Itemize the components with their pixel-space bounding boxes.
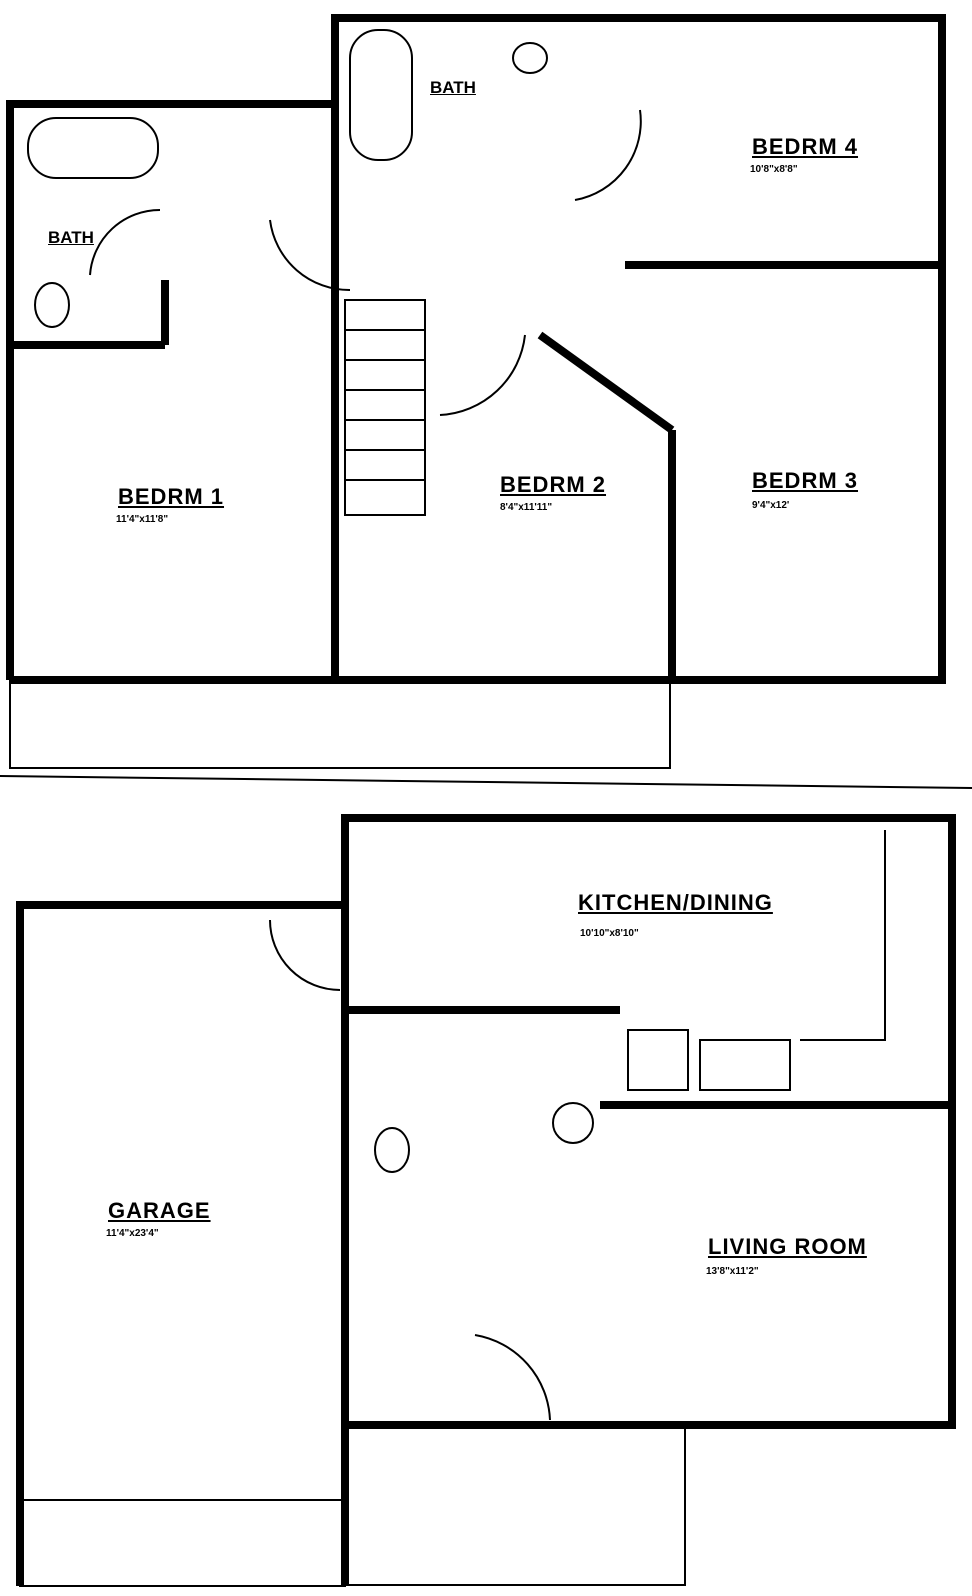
room-dim-bedrm-3: 9'4"x12' bbox=[752, 500, 790, 511]
room-dim-living-room: 13'8"x11'2" bbox=[706, 1266, 759, 1277]
room-label-bedrm-1: BEDRM 1 bbox=[118, 484, 225, 509]
bath-label-upper-right: BATH bbox=[430, 78, 476, 97]
room-label-living-room: LIVING ROOM bbox=[708, 1234, 867, 1259]
room-dim-bedrm-1: 11'4"x11'8" bbox=[116, 514, 169, 525]
room-label-bedrm-3: BEDRM 3 bbox=[752, 468, 859, 493]
room-label-bedrm-4: BEDRM 4 bbox=[752, 134, 859, 159]
room-label-garage: GARAGE bbox=[108, 1198, 211, 1223]
room-label-bedrm-2: BEDRM 2 bbox=[500, 472, 607, 497]
room-dim-bedrm-4: 10'8"x8'8" bbox=[750, 164, 798, 175]
room-label-kitchen-dining: KITCHEN/DINING bbox=[578, 890, 773, 915]
bath-label-upper-left: BATH bbox=[48, 228, 94, 247]
room-dim-garage: 11'4"x23'4" bbox=[106, 1228, 159, 1239]
room-dim-kitchen-dining: 10'10"x8'10" bbox=[580, 928, 639, 939]
room-dim-bedrm-2: 8'4"x11'11" bbox=[500, 502, 553, 513]
